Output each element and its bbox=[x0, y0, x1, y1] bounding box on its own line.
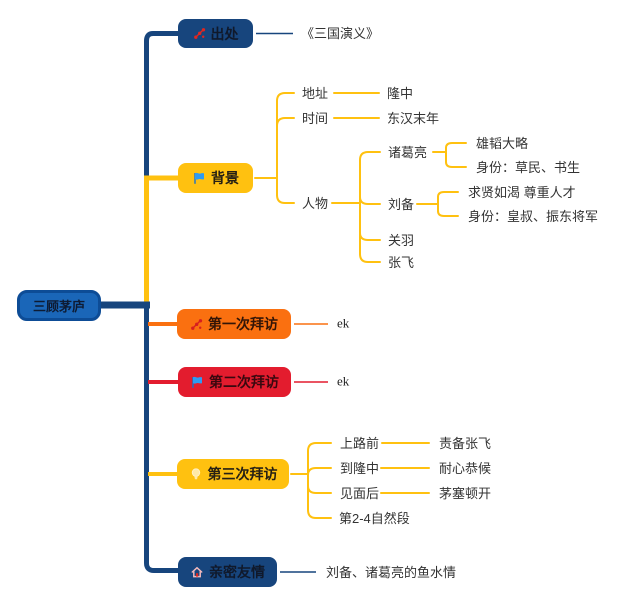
node-eastern-han[interactable]: 东汉末年 bbox=[387, 111, 440, 127]
node-liubei-identity[interactable]: 身份：皇叔、振东将军 bbox=[468, 209, 599, 225]
node-origin-label: 出处 bbox=[210, 25, 239, 42]
third-visit-bracket bbox=[290, 442, 430, 519]
node-background-label: 背景 bbox=[211, 170, 239, 186]
node-enlightened[interactable]: 茅塞顿开 bbox=[439, 486, 492, 502]
node-before-trip[interactable]: 上路前 bbox=[340, 436, 380, 452]
node-liubei-trait[interactable]: 求贤如渴 尊重人才 bbox=[468, 185, 576, 201]
flag-icon bbox=[190, 375, 204, 389]
scatter-icon bbox=[190, 318, 203, 331]
node-second-visit-note[interactable]: ek bbox=[337, 373, 350, 389]
node-second-visit-label: 第二次拜访 bbox=[209, 374, 279, 390]
node-liu-bei[interactable]: 刘备 bbox=[388, 197, 415, 213]
node-longzhong[interactable]: 隆中 bbox=[387, 86, 414, 102]
node-origin[interactable]: 出处 bbox=[178, 19, 253, 48]
node-friendship[interactable]: 亲密友情 bbox=[178, 557, 277, 587]
node-blame-zhangfei[interactable]: 责备张飞 bbox=[439, 436, 492, 452]
scatter-icon bbox=[193, 27, 206, 40]
node-second-visit[interactable]: 第二次拜访 bbox=[178, 367, 291, 397]
node-characters[interactable]: 人物 bbox=[302, 196, 329, 212]
lightbulb-icon bbox=[189, 467, 203, 481]
spine-segment-background bbox=[144, 175, 179, 303]
flag-icon bbox=[192, 171, 206, 185]
node-address[interactable]: 地址 bbox=[302, 86, 329, 102]
node-third-visit-label: 第三次拜访 bbox=[207, 466, 278, 482]
node-zhang-fei[interactable]: 张飞 bbox=[388, 255, 415, 271]
node-after-meeting[interactable]: 见面后 bbox=[340, 486, 380, 502]
home-icon bbox=[190, 565, 204, 579]
node-patient-wait[interactable]: 耐心恭候 bbox=[439, 461, 492, 477]
node-first-visit[interactable]: 第一次拜访 bbox=[177, 309, 291, 339]
node-first-visit-note[interactable]: ek bbox=[337, 315, 350, 331]
spine-line bbox=[144, 31, 179, 573]
node-friendship-label: 亲密友情 bbox=[209, 564, 265, 580]
node-sanguo-yanyi[interactable]: 《三国演义》 bbox=[301, 26, 380, 42]
node-root-label: 三顾茅庐 bbox=[32, 299, 85, 314]
node-zhuge-trait[interactable]: 雄韬大略 bbox=[476, 136, 529, 152]
node-root[interactable]: 三顾茅庐 bbox=[17, 290, 101, 321]
node-time[interactable]: 时间 bbox=[302, 111, 329, 127]
node-zhuge-identity[interactable]: 身份：草民、书生 bbox=[476, 160, 581, 176]
node-first-visit-label: 第一次拜访 bbox=[208, 316, 278, 332]
node-fish-water-bond[interactable]: 刘备、诸葛亮的鱼水情 bbox=[326, 565, 457, 581]
node-background[interactable]: 背景 bbox=[178, 163, 253, 193]
background-bracket bbox=[254, 92, 467, 263]
node-third-visit[interactable]: 第三次拜访 bbox=[177, 459, 289, 489]
node-guan-yu[interactable]: 关羽 bbox=[388, 233, 415, 249]
node-paragraphs[interactable]: 第2-4自然段 bbox=[339, 511, 410, 527]
node-zhuge-liang[interactable]: 诸葛亮 bbox=[388, 145, 428, 161]
node-arrive-longzhong[interactable]: 到隆中 bbox=[340, 461, 380, 477]
